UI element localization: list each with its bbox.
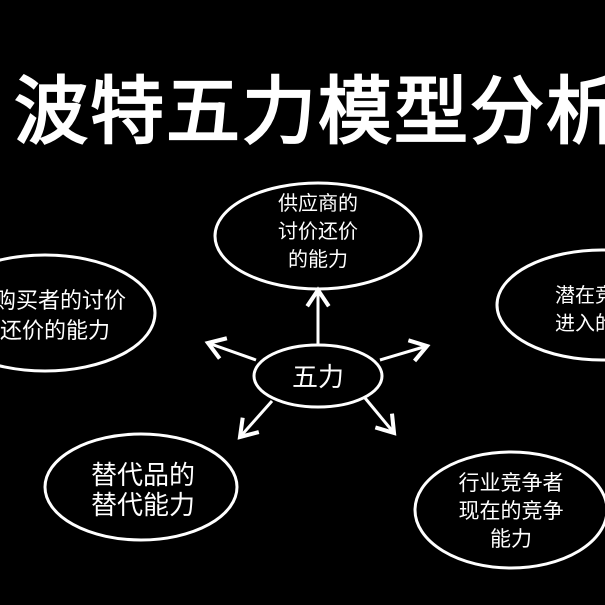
rivalry-line-3: 能力 [490,527,532,551]
substitute-line-2: 替代能力 [91,491,195,521]
supplier-line-3: 的能力 [288,247,348,271]
arrow-right [379,338,431,363]
entrant-line-2: 进入的能力 [555,311,605,335]
buyer-ellipse [0,253,157,373]
substitute-line-1: 替代品的 [91,461,195,491]
entrant-ellipse [495,248,605,362]
page-title: 波特五力模型分析 [14,69,605,155]
buyer-line-2: 还价的能力 [0,319,110,344]
supplier-line-1: 供应商的 [278,191,358,215]
entrant-line-1: 潜在竞争者 [555,283,605,307]
rivalry-ellipse [413,450,605,570]
arrow-left [204,336,257,362]
supplier-line-2: 讨价还价 [278,219,358,243]
arrow-down-right [363,397,397,436]
buyer-line-1: 购买者的讨价 [0,289,126,314]
center-ellipse [252,343,384,409]
rivalry-line-1: 行业竞争者 [459,471,564,495]
substitute-ellipse [43,432,239,542]
center-label: 五力 [292,363,344,393]
arrow-down-left [237,400,274,440]
rivalry-line-2: 现在的竞争 [459,499,564,523]
